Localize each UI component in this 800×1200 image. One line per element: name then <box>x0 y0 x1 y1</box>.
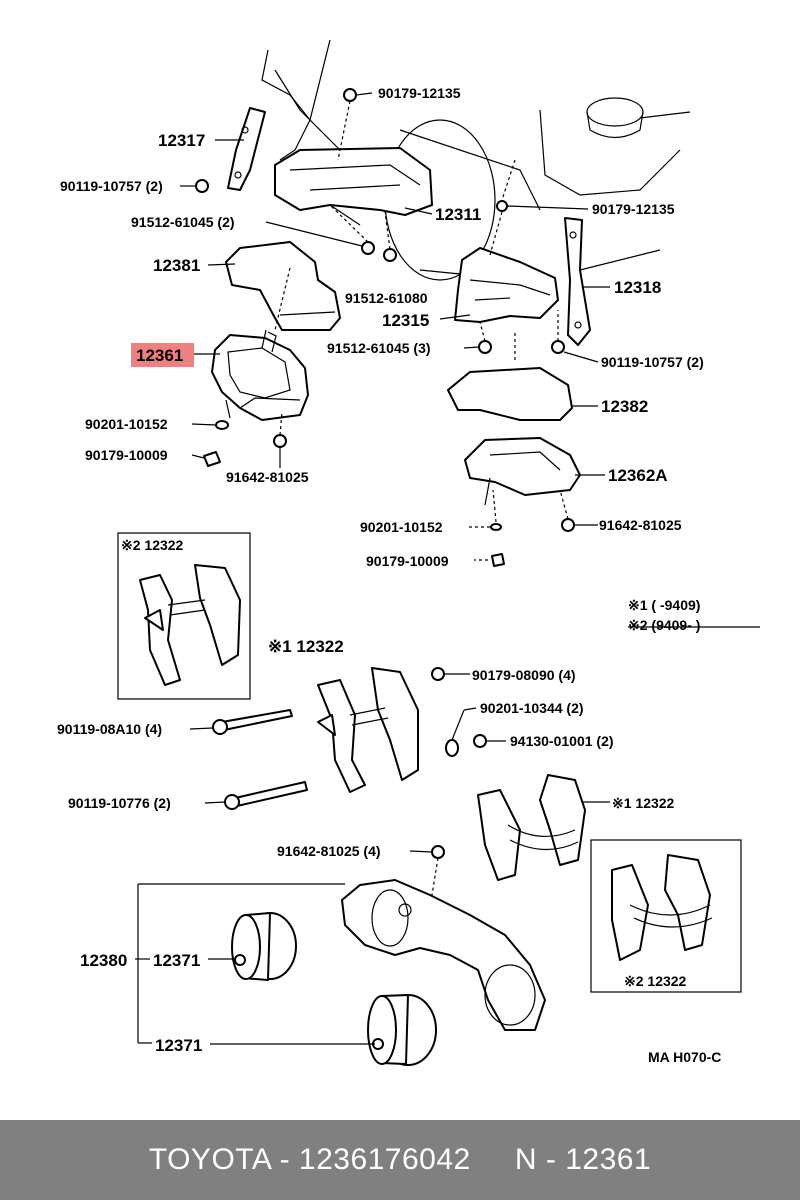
label-94130-01001: 94130-01001 (2) <box>510 733 614 749</box>
crossmember-12380 <box>341 879 546 1031</box>
label-12381: 12381 <box>153 256 200 275</box>
part-labels: 90179-12135 12317 90119-10757 (2) 12311 … <box>57 85 721 1065</box>
label-91512-61045-3: 91512-61045 (3) <box>327 340 431 356</box>
label-90179-12135-a: 90179-12135 <box>378 85 461 101</box>
stay-12322-right-detail <box>611 854 713 961</box>
stay-12322-left-detail <box>139 564 241 686</box>
label-12318: 12318 <box>614 278 661 297</box>
stay-12322-right <box>477 774 586 881</box>
label-12371-b: 12371 <box>155 1036 202 1055</box>
fasteners <box>195 88 575 859</box>
label-12315: 12315 <box>382 311 429 330</box>
label-91512-61080: 91512-61080 <box>345 290 428 306</box>
bushing-12371-a <box>231 912 297 981</box>
cover-12382 <box>447 367 573 421</box>
label-90119-10757-2a: 90119-10757 (2) <box>60 178 163 194</box>
label-90179-10009-b: 90179-10009 <box>366 553 449 569</box>
label-12317: 12317 <box>158 131 205 150</box>
long-bolts <box>212 709 308 810</box>
stay-12322-center <box>317 667 419 793</box>
label-12380: 12380 <box>80 951 127 970</box>
bracket-12317 <box>227 107 266 191</box>
footer-part-number: TOYOTA - 1236176042 N - 12361 <box>148 1143 652 1176</box>
label-90119-10757-2b: 90119-10757 (2) <box>601 354 704 370</box>
label-box-tl-12322: ※2 12322 <box>121 537 184 553</box>
label-12322-right: ※1 12322 <box>612 795 675 811</box>
cover-12381 <box>225 241 341 331</box>
label-12311: 12311 <box>435 205 481 224</box>
label-90201-10152-b: 90201-10152 <box>360 519 443 535</box>
legend-line-1: ※1 ( -9409) <box>628 597 700 613</box>
label-box-br-12322: ※2 12322 <box>624 973 687 989</box>
label-91642-81025-a: 91642-81025 <box>226 469 309 485</box>
label-90179-08090: 90179-08090 (4) <box>472 667 576 683</box>
bracket-12315 <box>454 247 559 323</box>
label-90179-12135-b: 90179-12135 <box>592 201 675 217</box>
label-90201-10152-a: 90201-10152 <box>85 416 168 432</box>
detail-box-left <box>117 532 251 700</box>
insulator-12362A <box>464 437 581 496</box>
label-91642-81025-b: 91642-81025 <box>599 517 682 533</box>
label-12362A: 12362A <box>608 466 668 485</box>
label-12322-center: ※1 12322 <box>268 637 344 656</box>
label-12371-a: 12371 <box>153 951 200 970</box>
detail-box-right <box>590 839 742 993</box>
label-90119-08A10: 90119-08A10 (4) <box>57 721 162 737</box>
label-90201-10344: 90201-10344 (2) <box>480 700 584 716</box>
bracket-12318 <box>564 217 591 346</box>
label-91642-81025-4: 91642-81025 (4) <box>277 843 381 859</box>
bushing-12371-b <box>367 994 437 1066</box>
label-12361: 12361 <box>136 346 183 365</box>
footer-bar: TOYOTA - 1236176042 N - 12361 <box>0 1120 800 1200</box>
label-90179-10009-a: 90179-10009 <box>85 447 168 463</box>
highlight-box-12361 <box>131 343 194 367</box>
leader-lines <box>135 92 760 1045</box>
parts-diagram: 90179-12135 12317 90119-10757 (2) 12311 … <box>57 39 760 1066</box>
diagram-code: MA H070-C <box>648 1049 721 1065</box>
label-12382: 12382 <box>601 397 648 416</box>
insulator-12361 <box>211 329 309 421</box>
legend-line-2: ※2 (9409- ) <box>628 617 700 633</box>
bracket-12311 <box>274 147 433 216</box>
label-91512-61045-2: 91512-61045 (2) <box>131 214 235 230</box>
label-90119-10776: 90119-10776 (2) <box>68 795 171 811</box>
